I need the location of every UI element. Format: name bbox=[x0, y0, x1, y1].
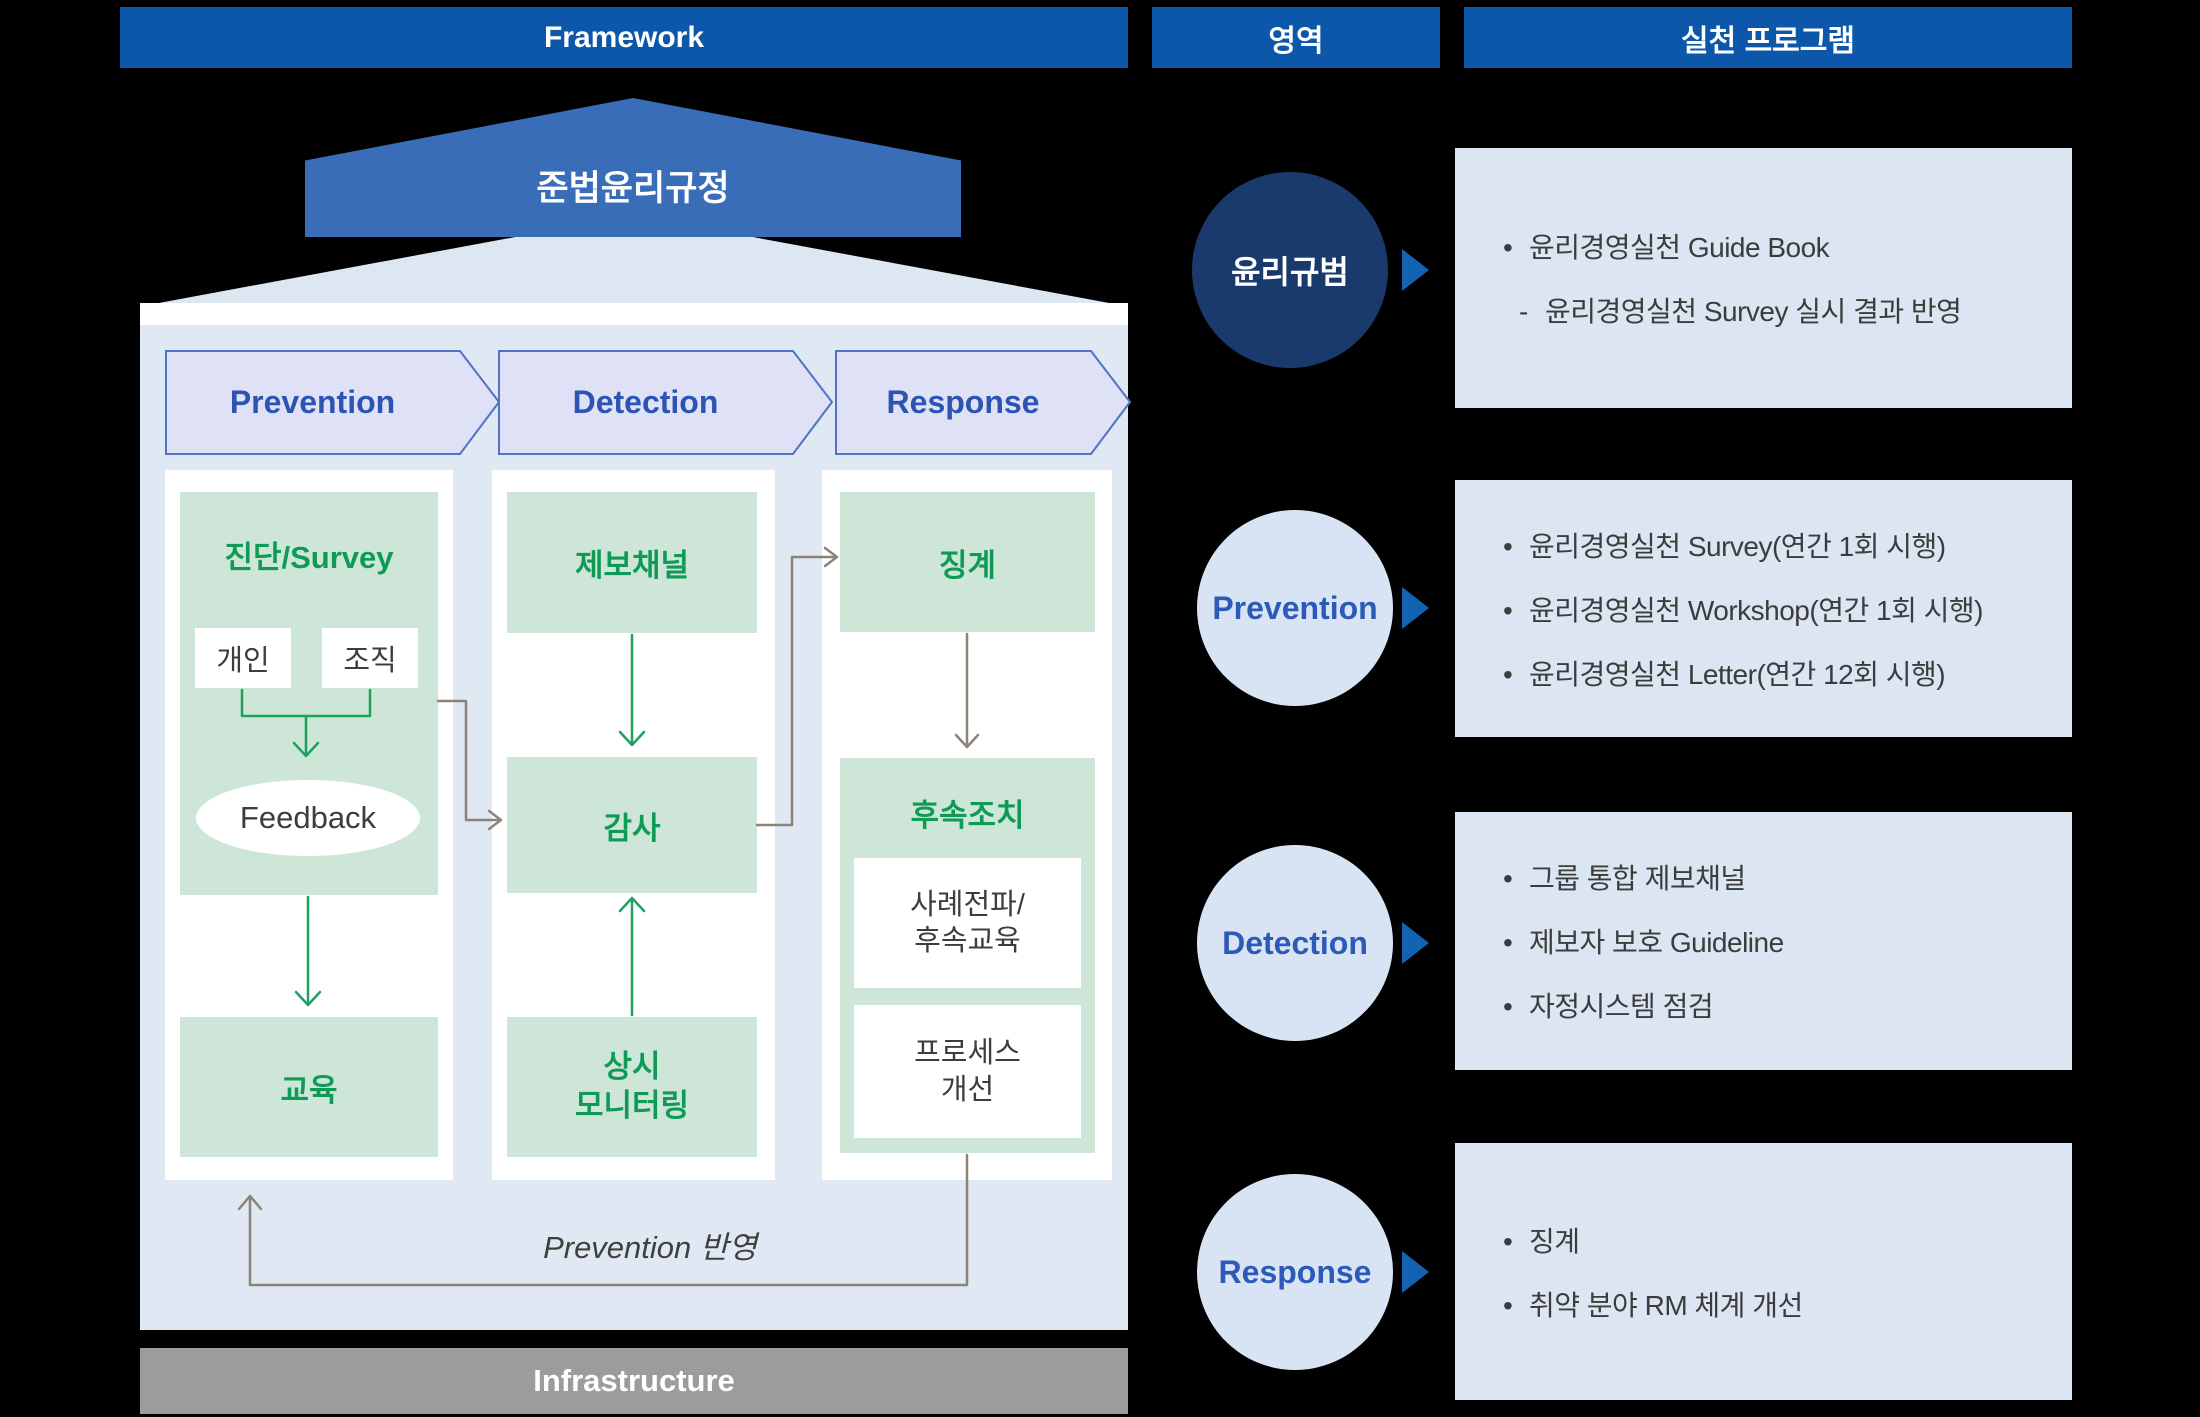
roof-beam bbox=[140, 303, 1128, 325]
organization-box-label: 조직 bbox=[343, 645, 397, 677]
bullet-icon: • bbox=[1503, 594, 1513, 626]
monitoring-box: 상시 모니터링 bbox=[507, 1017, 757, 1157]
arrow-right-icon bbox=[1402, 587, 1429, 629]
program-box-prevention: • 윤리경영실천 Survey(연간 1회 시행) • 윤리경영실천 Worksho… bbox=[1455, 480, 2072, 737]
audit-box-label: 감사 bbox=[603, 810, 661, 846]
chevron-detection-shape bbox=[498, 350, 833, 455]
arrow-right-icon bbox=[1402, 922, 1429, 964]
bullet-item: -윤리경영실천 Survey 실시 결과 반영 bbox=[1503, 290, 2072, 330]
education-box-label: 교육 bbox=[280, 1072, 338, 1108]
monitoring-label-line1: 상시 bbox=[603, 1049, 661, 1085]
area-circle-ethics-code-label: 윤리규범 bbox=[1231, 254, 1349, 290]
process-improvement-line2: 개선 bbox=[940, 1073, 995, 1106]
individual-box-label: 개인 bbox=[216, 645, 270, 677]
area-circle-ethics-code: 윤리규범 bbox=[1192, 172, 1388, 368]
program-header-bar: 실천 프로그램 bbox=[1464, 7, 2072, 68]
bullet-item: • 취약 분야 RM 체계 개선 bbox=[1503, 1284, 2072, 1324]
bullet-icon: • bbox=[1503, 658, 1513, 690]
bullet-icon: • bbox=[1503, 1225, 1513, 1257]
bullet-item: • 그룹 통합 제보채널 bbox=[1503, 857, 2072, 897]
discipline-box-label: 징계 bbox=[938, 547, 997, 583]
chevron-detection: Detection bbox=[498, 350, 833, 455]
framework-header-bar: Framework bbox=[120, 7, 1128, 68]
case-education-line1: 사례전파/ bbox=[910, 888, 1025, 921]
bullet-icon: • bbox=[1503, 991, 1513, 1022]
area-circle-prevention: Prevention bbox=[1197, 510, 1393, 706]
area-circle-response: Response bbox=[1197, 1174, 1393, 1370]
organization-box: 조직 bbox=[322, 628, 418, 688]
bullet-icon: • bbox=[1503, 927, 1513, 958]
report-channel-label: 제보채널 bbox=[574, 548, 690, 583]
bullet-item: • 윤리경영실천 Letter(연간 12회 시행) bbox=[1503, 653, 2072, 693]
report-channel-box: 제보채널 bbox=[507, 492, 757, 633]
area-circle-detection-label: Detection bbox=[1222, 924, 1368, 961]
bullet-icon: • bbox=[1503, 530, 1513, 562]
bullet-item: • 징계 bbox=[1503, 1220, 2072, 1260]
audit-box: 감사 bbox=[507, 757, 757, 893]
bullet-item: • 윤리경영실천 Guide Book bbox=[1503, 226, 2072, 266]
program-header-label: 실천 프로그램 bbox=[1681, 24, 1855, 58]
bullet-text: 자정시스템 점검 bbox=[1529, 991, 1714, 1022]
arrow-right-icon bbox=[1402, 249, 1429, 291]
area-circle-prevention-label: Prevention bbox=[1212, 589, 1378, 626]
program-box-ethics-code: • 윤리경영실천 Guide Book -윤리경영실천 Survey 실시 결과 … bbox=[1455, 148, 2072, 408]
compliance-banner-label: 준법윤리규정 bbox=[536, 169, 730, 208]
bullet-text: 윤리경영실천 Survey 실시 결과 반영 bbox=[1545, 296, 1962, 327]
bullet-icon: • bbox=[1503, 1289, 1513, 1321]
prevention-loop-label: Prevention 반영 bbox=[543, 1230, 757, 1265]
program-box-detection: • 그룹 통합 제보채널 • 제보자 보호 Guideline • 자정시스템 점검 bbox=[1455, 812, 2072, 1070]
chevron-detection-label: Detection bbox=[572, 384, 719, 420]
bullet-item: • 윤리경영실천 Survey(연간 1회 시행) bbox=[1503, 525, 2072, 565]
bullet-text: 윤리경영실천 Workshop(연간 1회 시행) bbox=[1529, 594, 1983, 626]
case-education-box: 사례전파/ 후속교육 bbox=[854, 858, 1081, 988]
area-circle-detection: Detection bbox=[1197, 845, 1393, 1041]
bullet-icon: • bbox=[1503, 863, 1513, 894]
arrow-right-icon bbox=[1402, 1251, 1429, 1293]
infrastructure-label: Infrastructure bbox=[533, 1363, 735, 1398]
area-circle-response-label: Response bbox=[1218, 1253, 1372, 1290]
bullet-text: 윤리경영실천 Letter(연간 12회 시행) bbox=[1529, 658, 1946, 690]
bullet-item: • 제보자 보호 Guideline bbox=[1503, 921, 2072, 961]
program-box-response: • 징계 • 취약 분야 RM 체계 개선 bbox=[1455, 1143, 2072, 1400]
bullet-item: • 윤리경영실천 Workshop(연간 1회 시행) bbox=[1503, 589, 2072, 629]
bullet-text: 윤리경영실천 Guide Book bbox=[1529, 232, 1830, 263]
chevron-response-shape bbox=[835, 350, 1131, 455]
feedback-ellipse: Feedback bbox=[196, 780, 420, 856]
case-education-line2: 후속교육 bbox=[914, 925, 1021, 957]
education-box: 교육 bbox=[180, 1017, 438, 1157]
bullet-icon: • bbox=[1503, 232, 1513, 263]
monitoring-label-line2: 모니터링 bbox=[574, 1088, 690, 1123]
survey-box-label: 진단/Survey bbox=[224, 540, 394, 575]
bullet-text: 제보자 보호 Guideline bbox=[1529, 927, 1784, 958]
chevron-prevention: Prevention bbox=[165, 350, 500, 455]
area-header-bar: 영역 bbox=[1152, 7, 1440, 68]
compliance-banner: 준법윤리규정 bbox=[305, 98, 961, 237]
infrastructure-bar: Infrastructure bbox=[140, 1348, 1128, 1414]
bullet-item: • 자정시스템 점검 bbox=[1503, 985, 2072, 1025]
bullet-text: 그룹 통합 제보채널 bbox=[1529, 863, 1746, 894]
feedback-label: Feedback bbox=[239, 800, 377, 835]
chevron-prevention-label: Prevention bbox=[229, 384, 396, 420]
framework-header-label: Framework bbox=[543, 20, 705, 54]
bullet-text: 윤리경영실천 Survey(연간 1회 시행) bbox=[1529, 530, 1946, 562]
bullet-text: 취약 분야 RM 체계 개선 bbox=[1529, 1289, 1803, 1321]
discipline-box: 징계 bbox=[840, 492, 1095, 632]
followup-box-label: 후속조치 bbox=[910, 798, 1025, 833]
dash-icon: - bbox=[1519, 296, 1528, 327]
area-header-label: 영역 bbox=[1268, 24, 1324, 58]
process-improvement-box: 프로세스 개선 bbox=[854, 1005, 1081, 1138]
bullet-text: 징계 bbox=[1529, 1225, 1580, 1257]
chevron-response-label: Response bbox=[886, 384, 1040, 420]
individual-box: 개인 bbox=[195, 628, 291, 688]
process-improvement-line1: 프로세스 bbox=[914, 1037, 1021, 1070]
chevron-response: Response bbox=[835, 350, 1131, 455]
chevron-prevention-shape bbox=[165, 350, 500, 455]
